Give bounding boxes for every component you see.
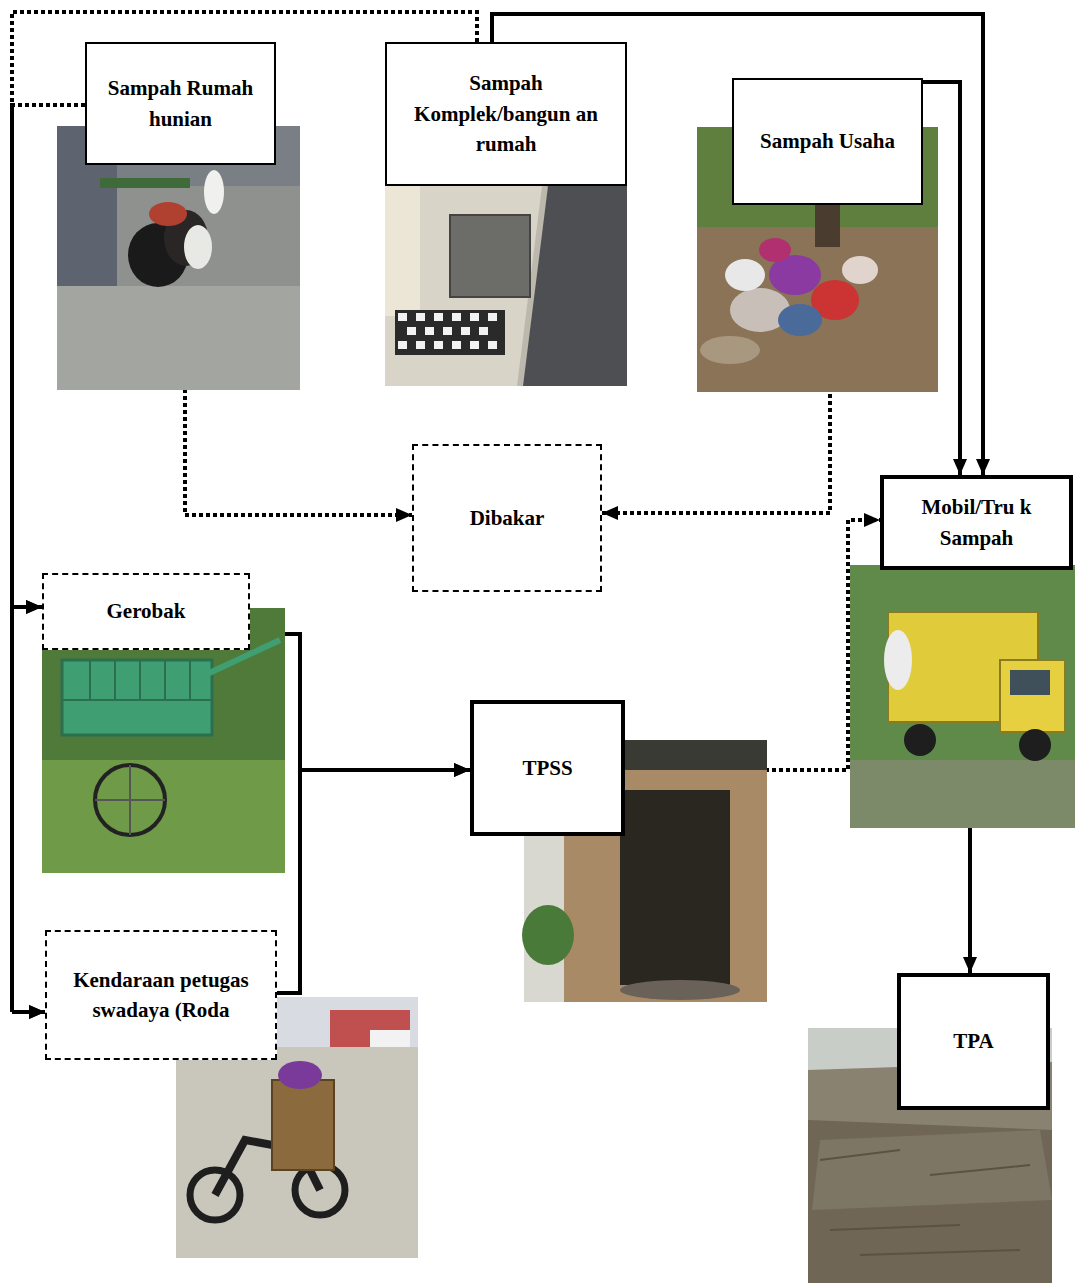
box-label: Sampah Usaha <box>760 126 895 156</box>
box-label: TPA <box>953 1026 993 1056</box>
box-label: Kendaraan petugas swadaya (Roda <box>55 965 267 1026</box>
complex-bin-photo-part <box>488 313 497 321</box>
cart-photo-part <box>95 799 165 801</box>
complex-bin-photo-part <box>479 327 488 335</box>
truck-photo-part <box>850 565 1075 828</box>
landfill-photo-part <box>812 1130 1052 1210</box>
shed-photo <box>522 740 767 1002</box>
process-box: Dibakar <box>412 444 602 592</box>
complex-bin-photo-part <box>520 186 627 386</box>
source-box: Sampah Usaha <box>732 78 923 205</box>
motorbike-photo-part <box>330 1010 410 1047</box>
landfill-photo-part <box>820 1150 1030 1255</box>
business-waste-photo-part <box>700 336 760 364</box>
cart-photo-part <box>42 760 285 873</box>
landfill-photo-part <box>860 1250 1020 1255</box>
business-waste-photo-part <box>778 304 822 336</box>
cart-photo-part <box>114 660 116 700</box>
business-waste-photo-part <box>725 259 765 291</box>
cart-photo-part <box>139 660 141 700</box>
household-waste-photo-part <box>149 202 187 226</box>
complex-bin-photo-part <box>407 327 416 335</box>
box-label: Gerobak <box>107 596 186 626</box>
complex-bin-photo-part <box>398 341 407 349</box>
complex-bin-photo-part <box>416 341 425 349</box>
truck-photo <box>850 565 1075 828</box>
cart-photo-part <box>164 660 166 700</box>
household-waste-photo-part <box>57 286 300 390</box>
shed-photo-part <box>620 980 740 1000</box>
station-box: TPSS <box>470 700 625 836</box>
box-label: Dibakar <box>470 503 545 533</box>
complex-bin-photo-part <box>425 327 434 335</box>
box-label: Mobil/Tru k Sampah <box>892 492 1061 553</box>
truck-photo-part <box>1019 729 1051 761</box>
solid-flow-arrow <box>277 770 470 993</box>
truck-photo-part <box>904 724 936 756</box>
business-waste-photo-part <box>697 227 938 392</box>
complex-bin-photo-part <box>398 313 407 321</box>
complex-bin-photo-part <box>395 310 505 355</box>
cart-photo-part <box>62 660 212 735</box>
truck-photo-part <box>850 760 1075 828</box>
dotted-flow-arrow <box>625 520 880 770</box>
truck-photo-part <box>1010 670 1050 695</box>
complex-bin-photo-part <box>385 186 420 316</box>
complex-bin-photo-part <box>434 313 443 321</box>
motorbike-photo-part <box>278 1061 322 1089</box>
shed-photo-part <box>620 790 730 985</box>
complex-bin-photo-part <box>470 313 479 321</box>
household-waste-photo-part <box>204 170 224 214</box>
household-waste-photo <box>57 126 300 390</box>
cart-photo-part <box>89 660 91 700</box>
complex-bin-photo-part <box>470 341 479 349</box>
cart-photo-part <box>62 699 212 701</box>
cart-photo-part <box>95 765 165 835</box>
household-waste-photo-part <box>57 126 300 390</box>
cart-photo-part <box>62 660 212 700</box>
landfill-photo-part <box>820 1150 900 1160</box>
complex-bin-photo-part <box>450 215 530 297</box>
complex-bin-photo-part <box>416 313 425 321</box>
box-label: TPSS <box>522 753 572 783</box>
shed-photo-part <box>522 905 574 965</box>
household-waste-photo-part <box>184 225 212 269</box>
complex-bin-photo-part <box>385 186 627 386</box>
complex-bin-photo-part <box>452 341 461 349</box>
collector-box: Gerobak <box>42 573 250 650</box>
landfill-photo-part <box>930 1165 1030 1175</box>
cart-photo-part <box>189 660 191 700</box>
truck-photo-part <box>1000 660 1065 732</box>
business-waste-photo-part <box>842 256 878 284</box>
collector-box: Kendaraan petugas swadaya (Roda <box>45 930 277 1060</box>
complex-bin-photo-part <box>461 327 470 335</box>
box-label: Sampah Komplek/bangun an rumah <box>395 68 617 159</box>
motorbike-photo-part <box>272 1080 334 1170</box>
complex-bin-photo-part <box>488 341 497 349</box>
source-box: Sampah Rumah hunian <box>85 42 276 165</box>
transport-box: Mobil/Tru k Sampah <box>880 475 1073 570</box>
complex-bin-photo <box>385 186 627 386</box>
landfill-photo-part <box>830 1225 960 1230</box>
complex-bin-photo-part <box>452 313 461 321</box>
box-label: Sampah Rumah hunian <box>95 73 266 134</box>
landfill-box: TPA <box>897 973 1050 1110</box>
complex-bin-photo-part <box>434 341 443 349</box>
business-waste-photo-part <box>759 238 791 262</box>
truck-photo-part <box>884 630 912 690</box>
complex-bin-photo-part <box>398 313 497 349</box>
motorbike-photo-part <box>370 1030 410 1047</box>
household-waste-photo-part <box>100 178 190 188</box>
complex-bin-photo-part <box>443 327 452 335</box>
source-box: Sampah Komplek/bangun an rumah <box>385 42 627 186</box>
